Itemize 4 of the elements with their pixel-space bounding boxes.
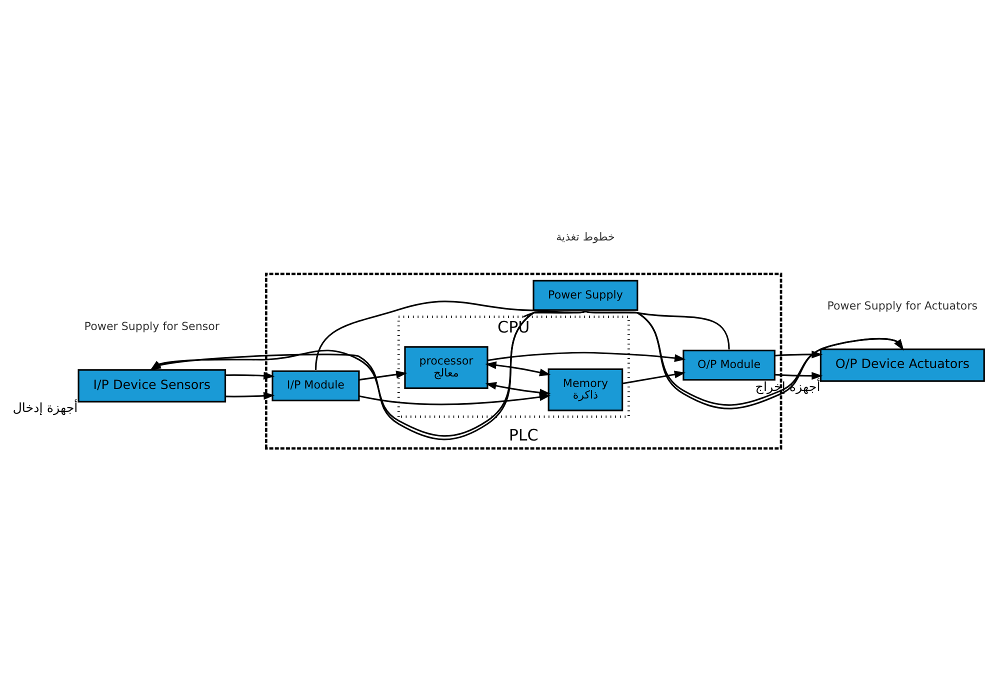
label: Power Supply for Sensor	[84, 320, 220, 334]
node-label: أجهزة إدخال	[12, 400, 78, 415]
label: Power Supply for Actuators	[827, 299, 978, 312]
label: خطوط تغذية	[556, 230, 615, 244]
